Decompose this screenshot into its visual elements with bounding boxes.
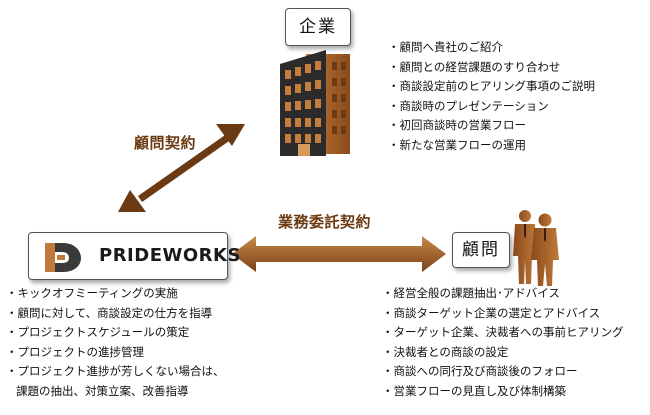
list-item: ・ターゲット企業、決裁者への事前ヒアリング: [382, 325, 624, 340]
list-item: ・営業フローの見直し及び体制構築: [382, 383, 566, 398]
office-building-icon: [280, 50, 350, 156]
commission-label: 業務委託契約: [278, 213, 372, 231]
list-item: ・顧問との経営課題のすり合わせ: [388, 59, 561, 74]
list-item: ・顧問に対して、商談設定の仕方を指導: [6, 305, 213, 320]
business-people-icon: [513, 210, 559, 286]
list-item: ・顧問へ貴社のご紹介: [388, 40, 503, 54]
list-item: ・商談設定前のヒアリング事項のご説明: [388, 79, 595, 94]
prideworks-logo-mark: [45, 243, 81, 272]
company-task-list: ・顧問へ貴社のご紹介 ・顧問との経営課題のすり合わせ ・商談設定前のヒアリング事…: [388, 38, 595, 156]
list-item: 課題の抽出、対策立案、改善指導: [16, 383, 189, 398]
list-item: ・新たな営業フローの運用: [388, 137, 526, 152]
list-item: ・初回商談時の営業フロー: [388, 118, 526, 133]
list-item: ・プロジェクトスケジュールの策定: [6, 325, 190, 340]
prideworks-task-list: ・キックオフミーティングの実施 ・顧問に対して、商談設定の仕方を指導 ・プロジェ…: [6, 284, 225, 402]
prideworks-node: PRIDEWORKS: [28, 232, 240, 280]
advisor-task-list: ・経営全般の課題抽出･アドバイス ・商談ターゲット企業の選定とアドバイス ・ター…: [382, 284, 624, 402]
list-item: ・決裁者との商談の設定: [382, 344, 509, 359]
list-item: ・商談への同行及び商談後のフォロー: [382, 364, 578, 379]
company-label: 企業: [285, 8, 351, 46]
advisor-label: 顧問: [452, 232, 510, 268]
commission-arrow: [232, 236, 446, 272]
prideworks-name: PRIDEWORKS: [99, 245, 241, 266]
list-item: ・商談時のプレゼンテーション: [388, 98, 549, 113]
contract-label: 顧問契約: [134, 134, 197, 152]
list-item: ・経営全般の課題抽出･アドバイス: [382, 286, 560, 300]
list-item: ・プロジェクトの進捗管理: [6, 344, 144, 359]
list-item: ・商談ターゲット企業の選定とアドバイス: [382, 305, 601, 320]
list-item: ・プロジェクト進捗が芳しくない場合は、: [6, 364, 225, 379]
list-item: ・キックオフミーティングの実施: [6, 286, 178, 300]
